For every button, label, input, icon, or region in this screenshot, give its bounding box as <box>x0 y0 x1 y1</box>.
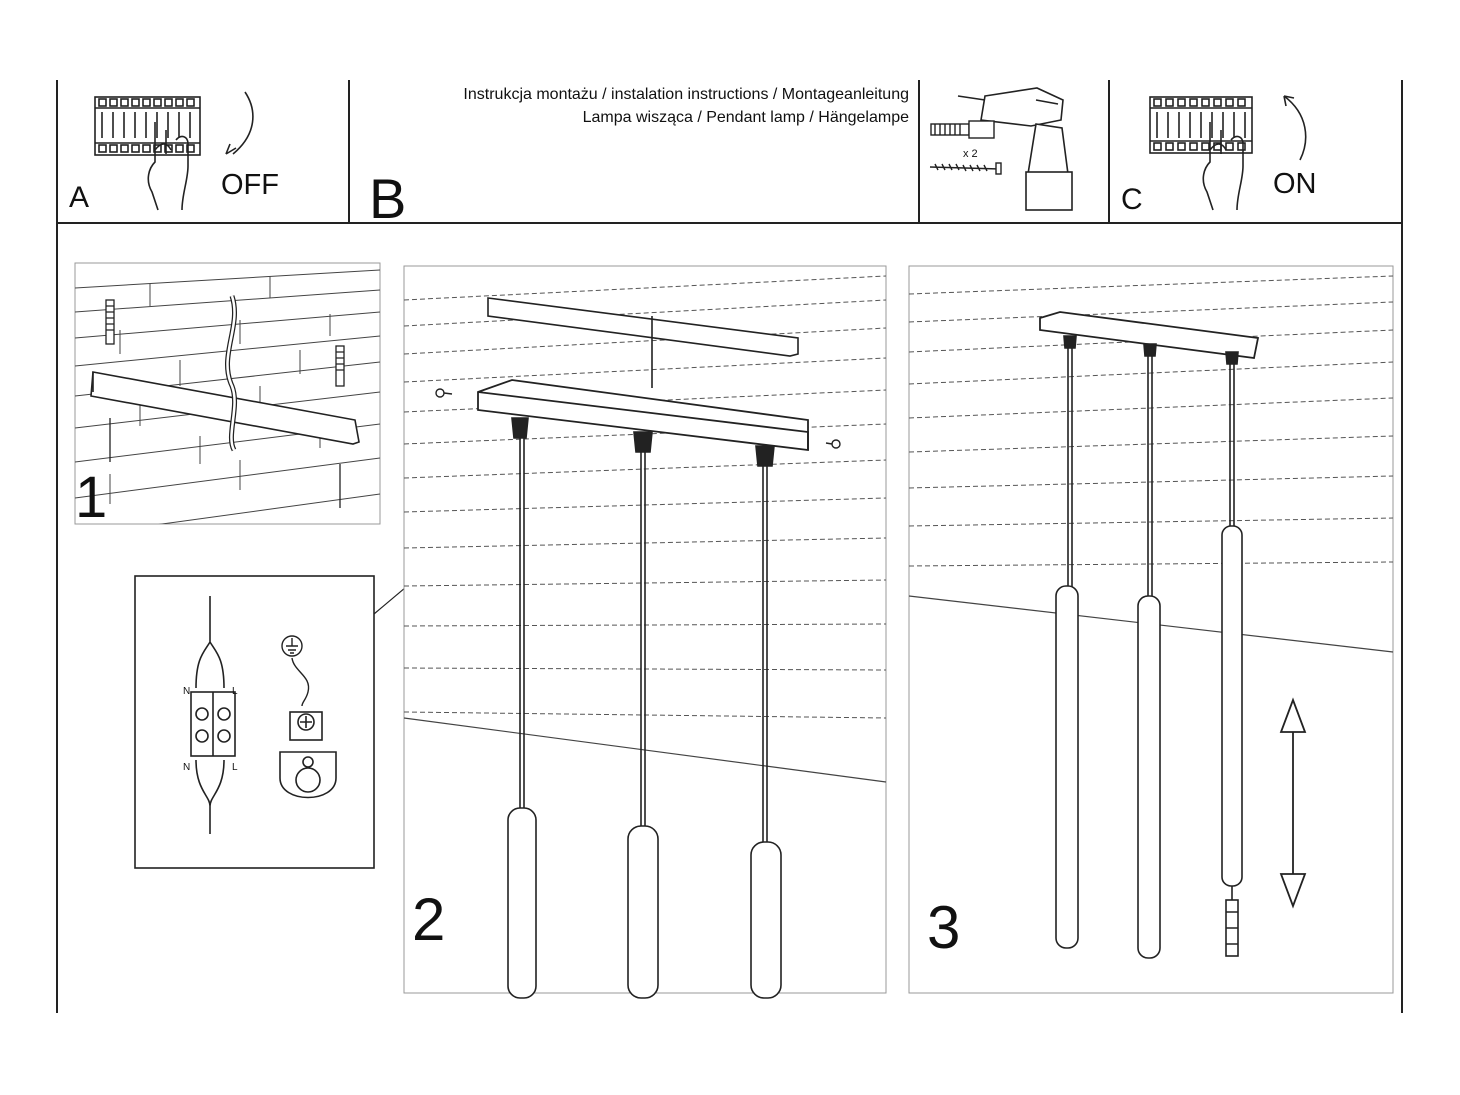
drill-panel: x 2 <box>929 87 1073 211</box>
screw-icon <box>109 418 341 508</box>
canopy-screw-icon <box>435 388 841 449</box>
wall-plug-icon <box>105 299 345 387</box>
step-c-panel: C ON <box>1121 95 1317 216</box>
pendant-3-adjusting <box>1221 351 1243 957</box>
step-3-number: 3 <box>927 894 960 961</box>
neutral-label-top: N <box>183 686 190 697</box>
page-frame <box>56 80 1403 1013</box>
step-b-letter: B <box>369 167 406 230</box>
pendant-1 <box>507 417 537 999</box>
wiring-detail-panel: N L N L <box>134 379 653 869</box>
anchor-count: x 2 <box>963 148 978 160</box>
step-2-panel: 2 <box>403 265 887 999</box>
step-1-panel: 1 <box>74 262 381 530</box>
up-down-arrow-icon <box>1279 697 1307 909</box>
step-2-number: 2 <box>412 886 445 953</box>
turn-on-arrow-icon <box>1283 95 1307 161</box>
earth-symbol-icon <box>281 635 310 707</box>
step-c-letter: C <box>1121 183 1143 216</box>
step-a-action: OFF <box>221 169 279 201</box>
pendant-2 <box>1137 343 1161 959</box>
hand-icon <box>1202 122 1244 211</box>
step-1-number: 1 <box>75 465 107 530</box>
pendant-3 <box>750 445 782 999</box>
pendant-1 <box>1055 335 1079 949</box>
product-subtitle: Lampa wisząca / Pendant lamp / Hängelamp… <box>582 109 909 126</box>
step-3-panel: 3 <box>908 265 1394 994</box>
hand-icon <box>147 122 189 211</box>
pendant-2 <box>627 431 659 999</box>
step-c-action: ON <box>1273 168 1317 200</box>
turn-off-arrow-icon <box>225 91 254 155</box>
circuit-breaker-icon <box>94 96 201 156</box>
terminal-block-icon <box>190 596 236 834</box>
lamp-canopy <box>477 379 809 452</box>
lamp-canopy <box>1039 311 1260 360</box>
step-a-panel: A OFF <box>69 91 279 214</box>
drill-icon <box>957 87 1073 211</box>
live-label-bottom: L <box>232 762 238 773</box>
mounting-bracket <box>90 371 360 445</box>
mounting-bracket <box>487 297 799 388</box>
wall-plug-icon <box>930 120 995 139</box>
neutral-label-bottom: N <box>183 762 190 773</box>
circuit-breaker-icon <box>1149 96 1253 154</box>
live-label-top: L <box>232 686 238 697</box>
step-a-letter: A <box>69 181 89 214</box>
instructions-title: Instrukcja montażu / instalation instruc… <box>463 86 909 103</box>
screw-icon <box>929 162 1002 175</box>
earth-terminal-icon <box>279 711 337 799</box>
